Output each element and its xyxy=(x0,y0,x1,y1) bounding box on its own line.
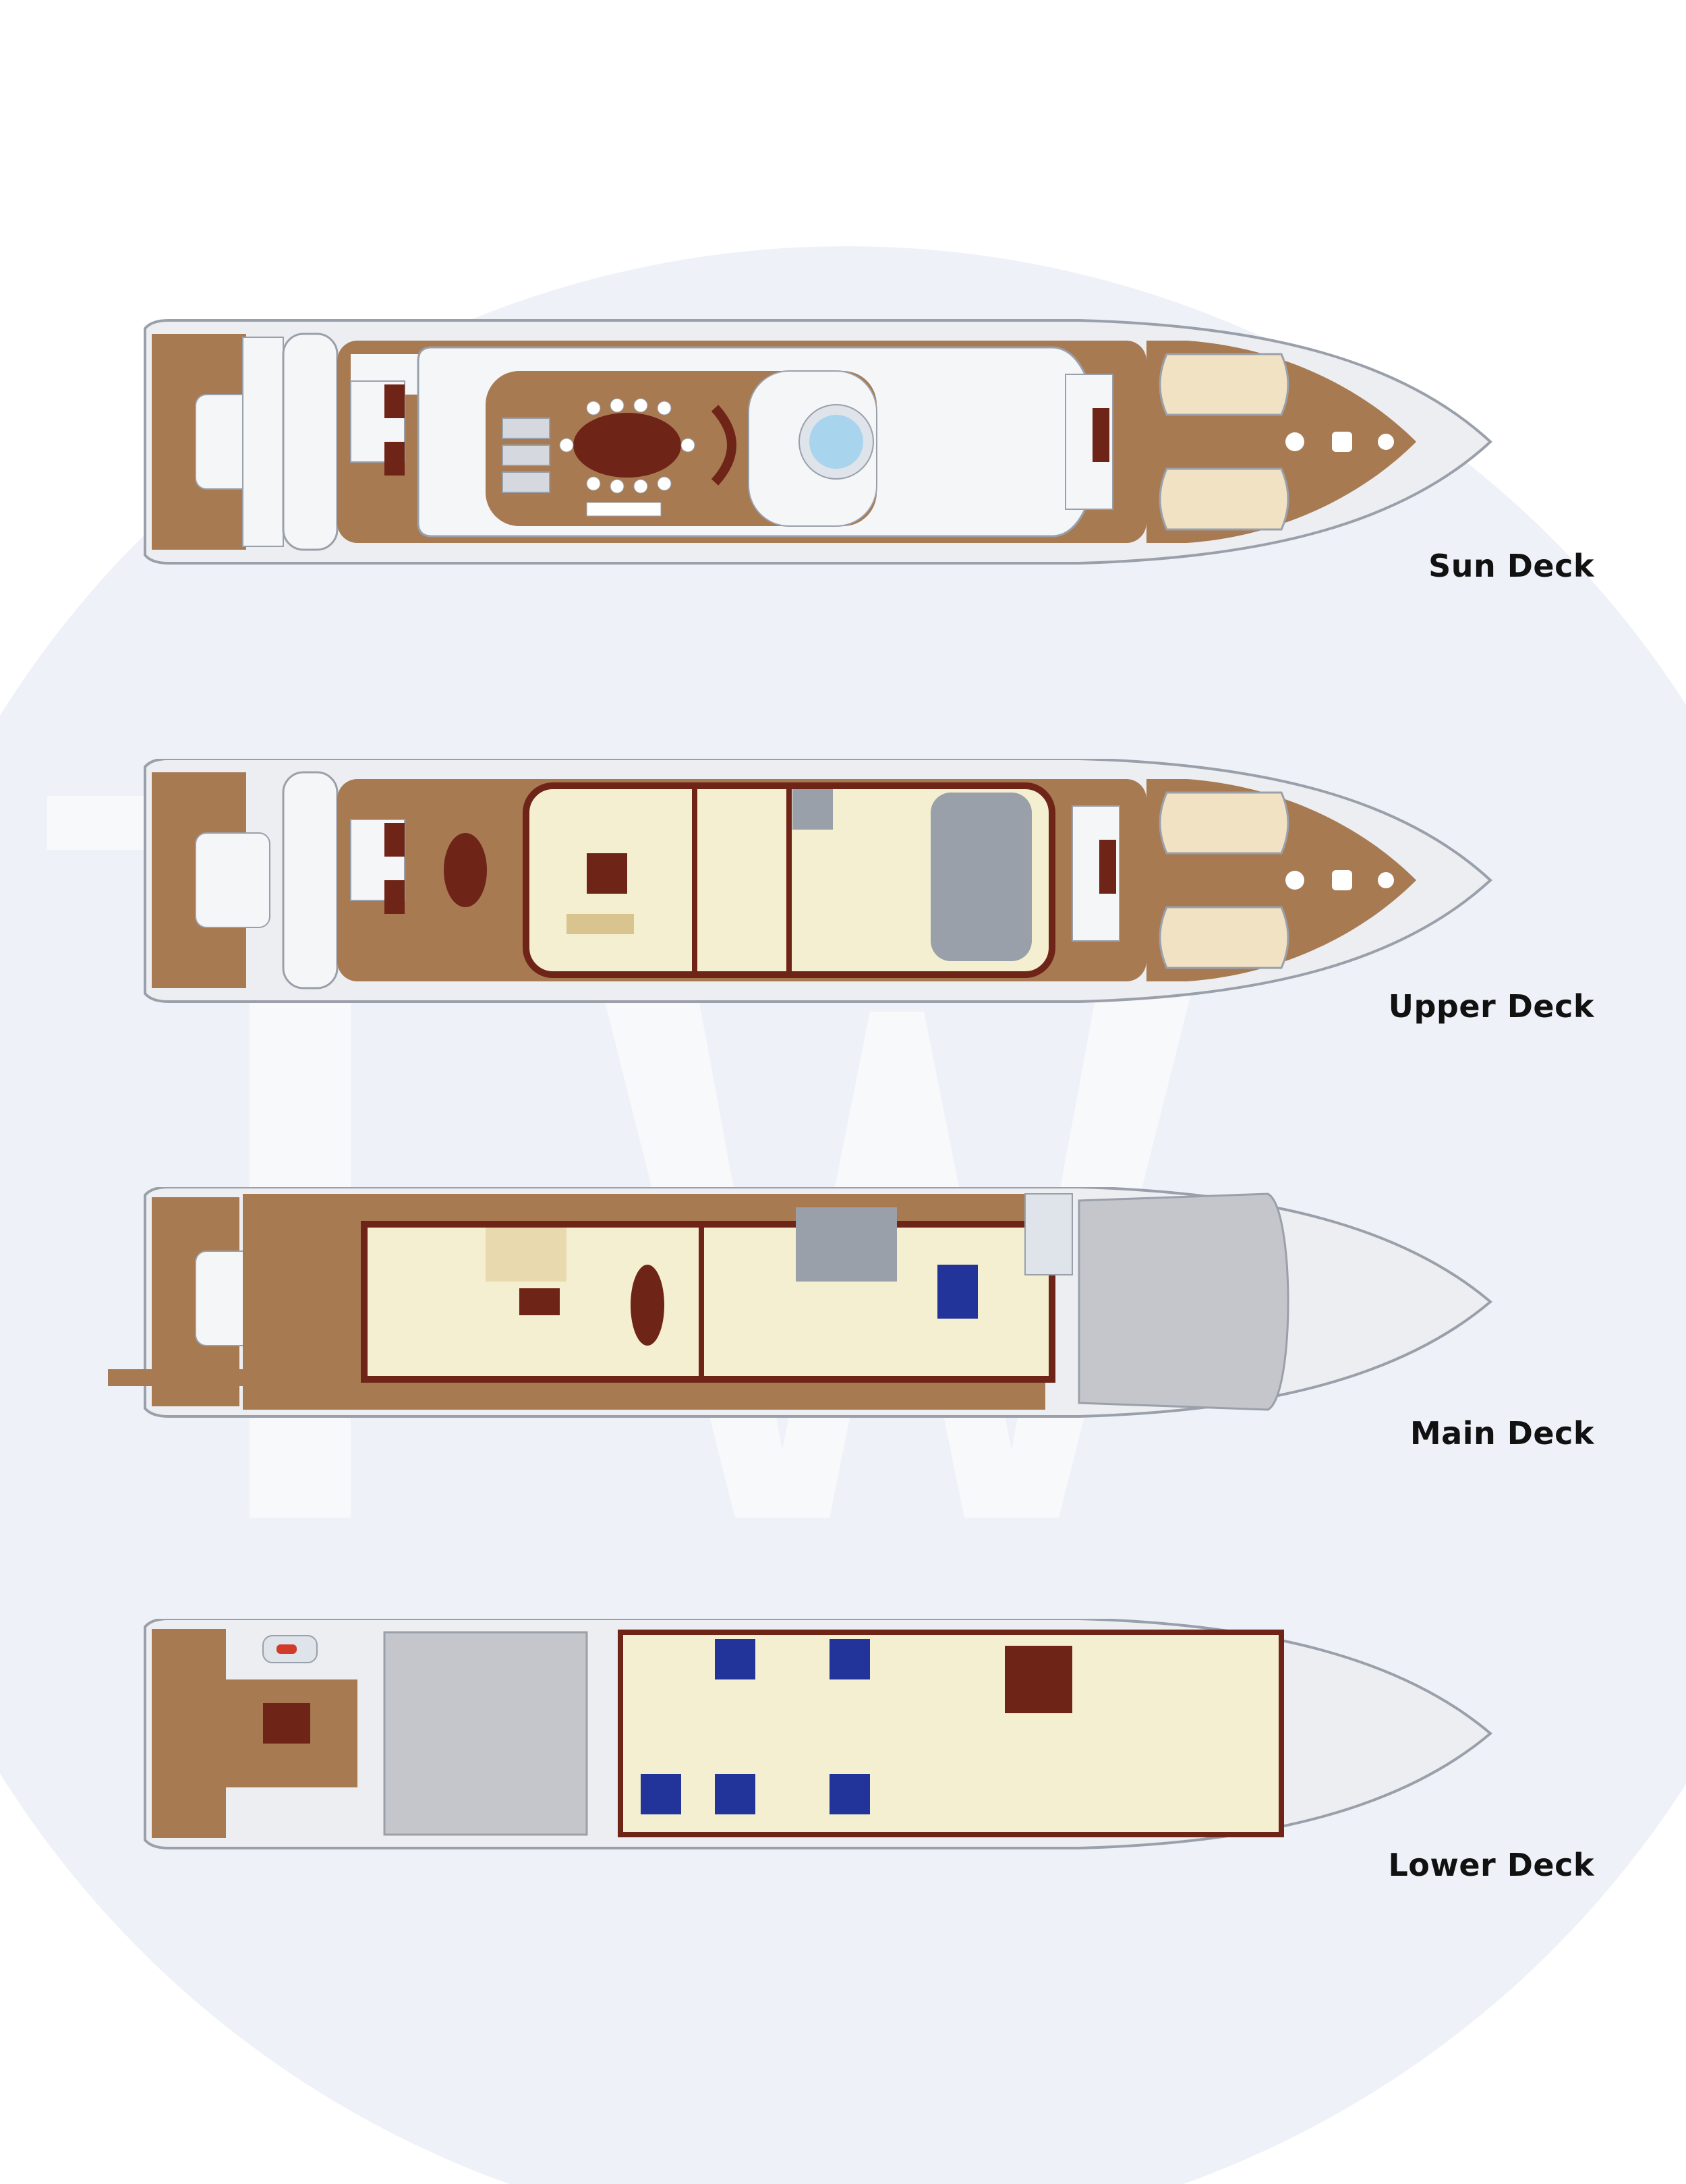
upper-deck-plan xyxy=(144,759,1492,1003)
main-deck: Main Deck xyxy=(0,1187,1686,1470)
lower-deck: Lower Deck xyxy=(0,1619,1686,1902)
deck-label-sun: Sun Deck xyxy=(1428,548,1594,584)
sun-deck: Sun Deck xyxy=(0,307,1686,590)
lower-deck-plan xyxy=(144,1619,1493,1849)
upper-deck: Upper Deck xyxy=(0,759,1686,1042)
deck-label-main: Main Deck xyxy=(1409,1415,1594,1452)
deck-label-lower: Lower Deck xyxy=(1388,1847,1594,1883)
main-deck-plan xyxy=(108,1187,1493,1418)
sun-deck-plan xyxy=(144,319,1492,565)
deck-label-upper: Upper Deck xyxy=(1388,988,1594,1025)
